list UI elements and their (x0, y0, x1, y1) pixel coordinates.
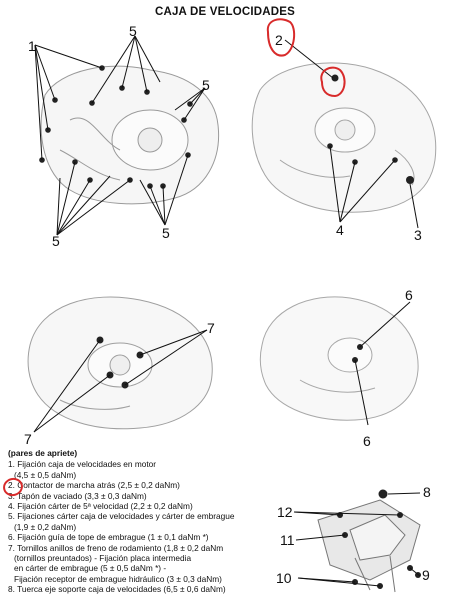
mount-assembly-bottom-right (317, 499, 421, 593)
legend-line: (tornillos preuntados) - Fijación placa … (14, 553, 192, 564)
gearbox-housing-top-right (251, 62, 437, 213)
callout-6b: 6 (363, 433, 371, 449)
legend-line: 6. Fijación guía de tope de embrague (1 … (8, 532, 209, 543)
legend-line: Fijación receptor de embrague hidráulico… (14, 573, 222, 584)
torque-legend: (pares de apriete) 1. Fijación caja de v… (8, 448, 273, 595)
callout-5c: 5 (52, 233, 60, 249)
legend-line: 1. Fijación caja de velocidades en motor (8, 459, 157, 470)
callouts-bottom-right: 8 12 11 9 10 (276, 484, 431, 586)
callout-9: 9 (422, 567, 430, 583)
legend-line: 7. Tornillos anillos de freno de rodamie… (8, 542, 224, 553)
legend-line: (1,9 ± 0,2 daNm) (14, 521, 77, 532)
red-annotations-top-right (266, 18, 346, 98)
callouts-top-left: 1 5 5 5 5 (28, 23, 210, 249)
legend-line: 5. Fijaciones cárter caja de velocidades… (8, 511, 235, 522)
gearbox-housing-top-left (40, 65, 220, 205)
callout-5a: 5 (129, 23, 137, 39)
callout-7a: 7 (207, 320, 215, 336)
callout-4: 4 (336, 222, 344, 238)
callout-8: 8 (423, 484, 431, 500)
leader-lines-mid-left (33, 329, 208, 433)
legend-line: en cárter de embrague (5 ± 0,5 daNm *) - (14, 563, 167, 574)
leader-lines-top-left (34, 35, 206, 236)
callout-10: 10 (276, 570, 292, 586)
leader-lines-mid-right (354, 301, 411, 426)
page-title: CAJA DE VELOCIDADES (154, 6, 296, 18)
callout-5b: 5 (202, 77, 210, 93)
callout-1: 1 (28, 38, 36, 54)
legend-header: (pares de apriete) (8, 448, 78, 458)
callout-6a: 6 (405, 287, 413, 303)
legend-line: 2. Contactor de marcha atrás (2,5 ± 0,2 … (8, 480, 180, 491)
legend-line: (4,5 ± 0,5 daNm) (14, 469, 77, 480)
callout-11: 11 (280, 532, 295, 548)
callouts-top-right: 2 4 3 (275, 32, 422, 243)
legend-line: 3. Tapón de vaciado (3,3 ± 0,3 daNm) (8, 490, 147, 501)
callout-3: 3 (414, 227, 422, 243)
callout-12: 12 (277, 504, 293, 520)
gearbox-housing-mid-right (259, 296, 419, 421)
legend-line: 4. Fijación cárter de 5ª velocidad (2,2 … (8, 501, 193, 512)
callouts-mid-left: 7 7 (24, 320, 215, 447)
legend-line: 8. Tuerca eje soporte caja de velocidade… (8, 584, 226, 595)
gearbox-housing-mid-left (27, 296, 213, 430)
callout-2: 2 (275, 32, 283, 48)
callout-7b: 7 (24, 431, 32, 447)
callouts-mid-right: 6 6 (363, 287, 413, 449)
callout-5d: 5 (162, 225, 170, 241)
leader-lines-bottom-right (293, 492, 421, 587)
